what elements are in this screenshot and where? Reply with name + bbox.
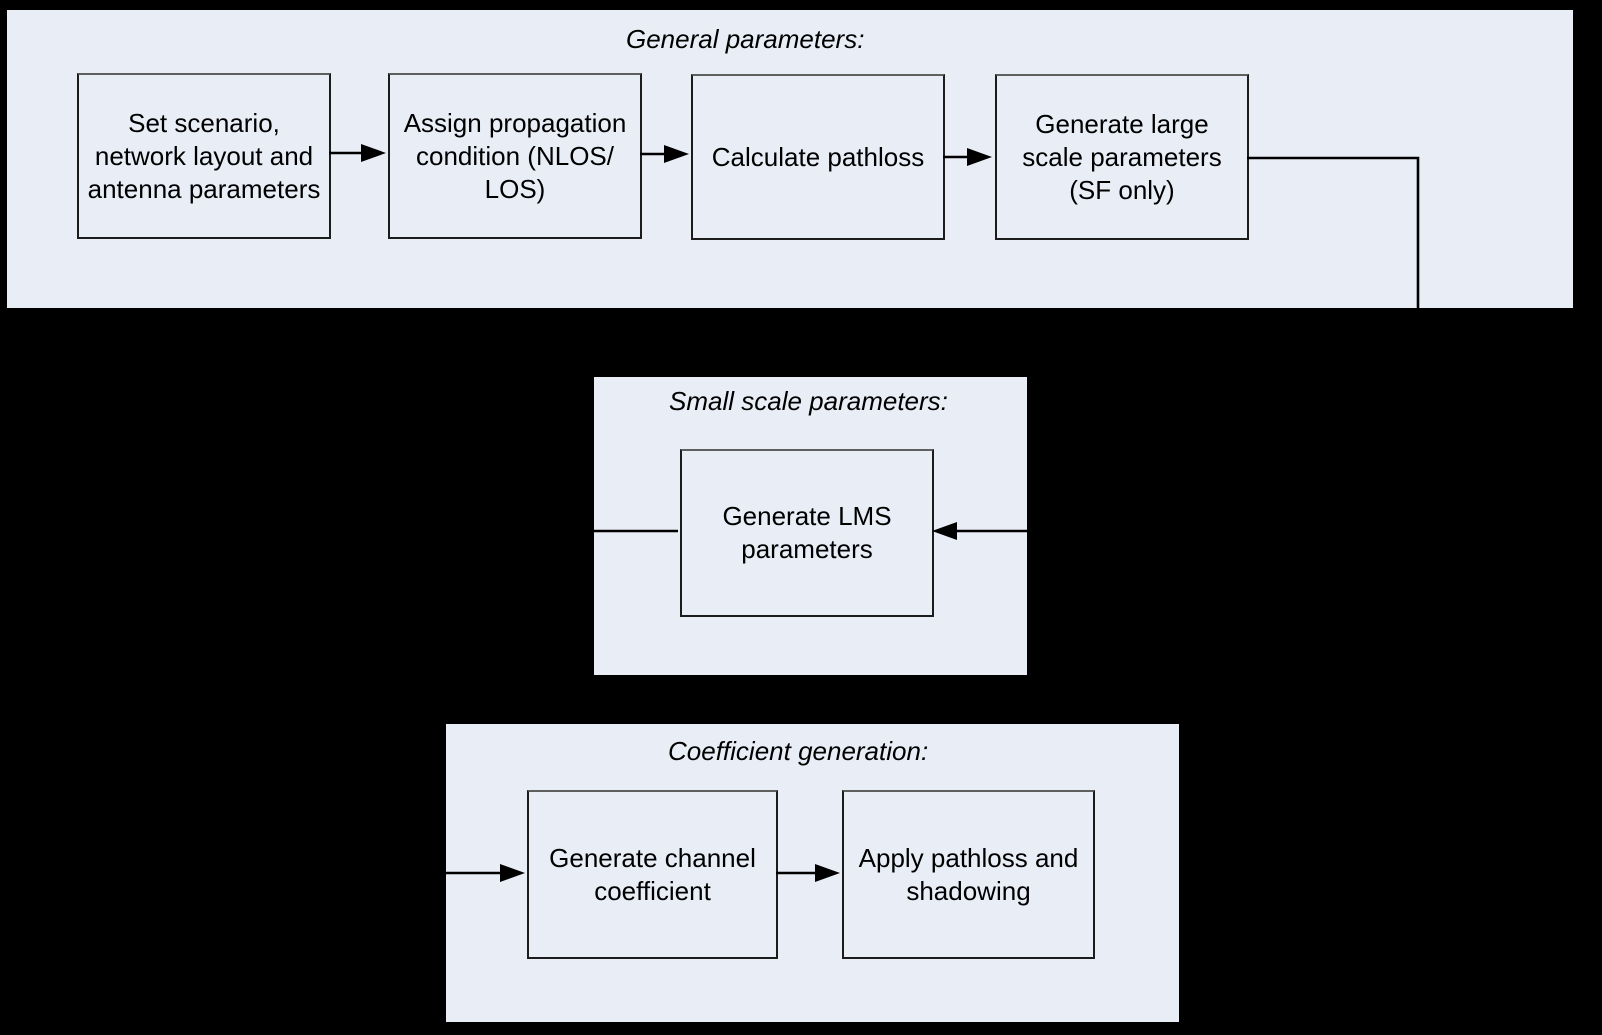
node-set-scenario: Set scenario, network layout and antenna… [77, 73, 331, 239]
section-coefficient-generation: Coefficient generation: Generate channel… [444, 722, 1181, 1024]
node-generate-channel-coefficient: Generate channel coefficient [527, 790, 778, 959]
section-title-general: General parameters: [626, 24, 865, 54]
node-apply-pathloss-shadowing: Apply pathloss and shadowing [842, 790, 1095, 959]
node-calculate-pathloss: Calculate pathloss [691, 74, 945, 240]
node-generate-large-scale-parameters: Generate large scale parameters (SF only… [995, 74, 1249, 240]
node-generate-lms-parameters: Generate LMS parameters [680, 449, 934, 617]
node-assign-propagation: Assign propagation condition (NLOS/ LOS) [388, 73, 642, 239]
section-title-coefficient: Coefficient generation: [668, 736, 929, 766]
section-title-small-scale: Small scale parameters: [669, 386, 948, 416]
section-general-parameters: General parameters: Set scenario, networ… [5, 8, 1575, 310]
section-small-scale-parameters: Small scale parameters: Generate LMS par… [592, 375, 1029, 677]
